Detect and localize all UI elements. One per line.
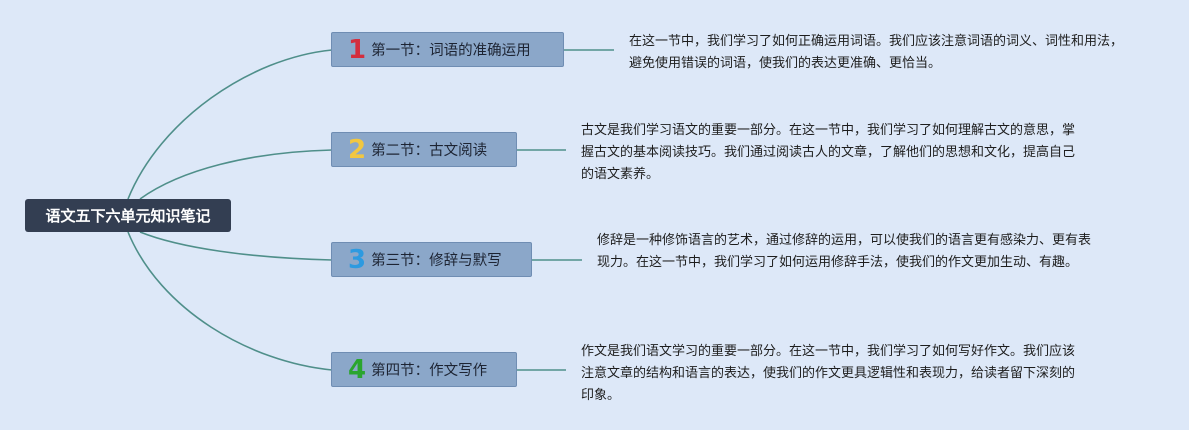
section-3-number-icon: 3 [348, 244, 367, 275]
connector-root-to-section-4 [127, 231, 333, 371]
section-1-title: 第一节：词语的准确运用 [371, 43, 531, 59]
section-2-topic[interactable]: 2 第二节：古文阅读 [331, 132, 517, 167]
section-3-note: 修辞是一种修饰语言的艺术，通过修辞的运用，可以使我们的语言更有感染力、更有表现力… [597, 233, 1092, 270]
section-2-title: 第二节：古文阅读 [371, 143, 488, 159]
section-3-title: 第三节：修辞与默写 [371, 253, 502, 269]
section-3-topic[interactable]: 3 第三节：修辞与默写 [331, 242, 532, 277]
connector-root-to-section-2 [139, 149, 333, 200]
root-topic[interactable]: 语文五下六单元知识笔记 [25, 199, 231, 232]
section-2-number-icon: 2 [348, 134, 367, 165]
section-4-note: 作文是我们语文学习的重要一部分。在这一节中，我们学习了如何写好作文。我们应该注意… [581, 344, 1076, 403]
section-4-topic[interactable]: 4 第四节：作文写作 [331, 352, 517, 387]
section-1-topic[interactable]: 1 第一节：词语的准确运用 [331, 32, 564, 67]
section-2-note: 古文是我们学习语文的重要一部分。在这一节中，我们学习了如何理解古文的意思，掌握古… [581, 123, 1076, 182]
section-4-title: 第四节：作文写作 [371, 363, 488, 379]
section-1-note: 在这一节中，我们学习了如何正确运用词语。我们应该注意词语的词义、词性和用法，避免… [629, 34, 1124, 71]
connector-root-to-section-1 [127, 49, 333, 200]
section-1-number-icon: 1 [348, 34, 367, 65]
section-4-number-icon: 4 [348, 354, 367, 385]
connector-root-to-section-3 [139, 231, 333, 261]
